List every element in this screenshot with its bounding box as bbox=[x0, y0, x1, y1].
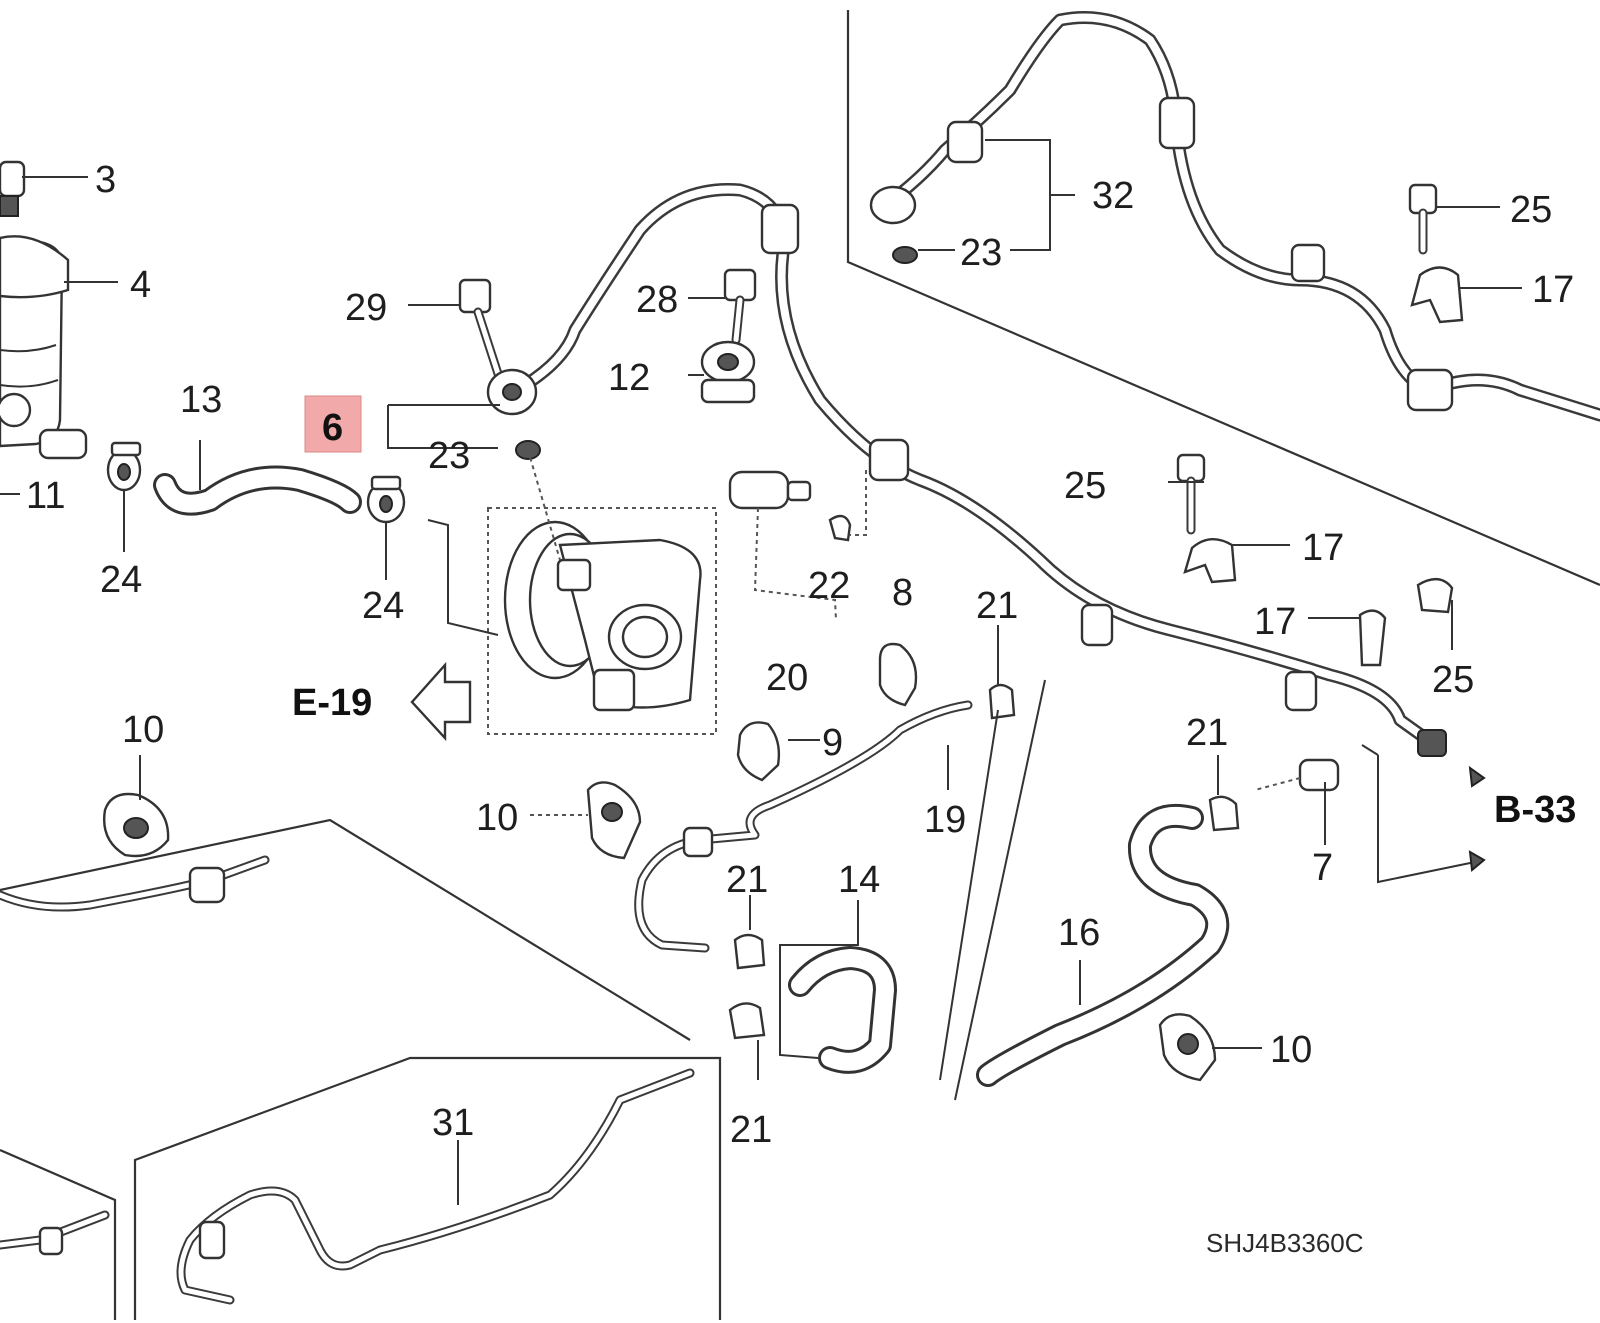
clip-22[interactable] bbox=[828, 470, 867, 542]
callout-13[interactable]: 13 bbox=[180, 379, 222, 421]
callout-10-right[interactable]: 10 bbox=[1270, 1029, 1312, 1071]
callout-23-top[interactable]: 23 bbox=[960, 232, 1002, 274]
callout-14[interactable]: 14 bbox=[838, 859, 880, 901]
callout-17-top[interactable]: 17 bbox=[1532, 269, 1574, 311]
hose-assembly-32[interactable] bbox=[869, 11, 1600, 422]
clamp-17-top[interactable] bbox=[1410, 266, 1464, 324]
callout-4[interactable]: 4 bbox=[130, 264, 151, 306]
callout-21-upper-middle[interactable]: 21 bbox=[726, 859, 768, 901]
callout-8[interactable]: 8 bbox=[892, 572, 913, 614]
bolt-28[interactable] bbox=[723, 268, 757, 345]
clamp-9[interactable] bbox=[736, 721, 781, 782]
banjo-fitting-12[interactable] bbox=[700, 340, 756, 404]
clamp-17-middle[interactable] bbox=[1183, 538, 1237, 584]
callout-6[interactable]: 6 bbox=[322, 407, 343, 449]
bolt-25-middle[interactable] bbox=[1176, 453, 1206, 535]
callout-leaders bbox=[0, 139, 1522, 1205]
fitting-7[interactable] bbox=[1254, 758, 1340, 792]
pipe-bottom-left-edge[interactable] bbox=[0, 1210, 110, 1256]
return-pipe-19[interactable] bbox=[634, 700, 973, 953]
callout-25-middle[interactable]: 25 bbox=[1064, 465, 1106, 507]
callout-31[interactable]: 31 bbox=[432, 1102, 474, 1144]
hose-clamp-24-right[interactable] bbox=[366, 475, 406, 524]
bolt-25-lower[interactable] bbox=[1416, 578, 1454, 614]
bolt-29[interactable] bbox=[458, 278, 505, 385]
section-frames bbox=[0, 10, 1600, 1320]
pipe-left-lower[interactable] bbox=[0, 855, 270, 912]
callout-28[interactable]: 28 bbox=[636, 279, 678, 321]
callout-21-bottom[interactable]: 21 bbox=[730, 1109, 772, 1151]
hose-clamps-21[interactable] bbox=[728, 683, 1240, 1040]
callout-21-right[interactable]: 21 bbox=[1186, 712, 1228, 754]
callout-24-left[interactable]: 24 bbox=[100, 559, 142, 601]
clamp-10-center[interactable] bbox=[530, 781, 642, 860]
reference-label-e19[interactable]: E-19 bbox=[292, 682, 372, 724]
callout-3[interactable]: 3 bbox=[95, 159, 116, 201]
callout-16[interactable]: 16 bbox=[1058, 912, 1100, 954]
reservoir[interactable] bbox=[0, 235, 88, 460]
callout-10-center[interactable]: 10 bbox=[476, 797, 518, 839]
callout-23[interactable]: 23 bbox=[428, 435, 470, 477]
hose-14[interactable] bbox=[788, 946, 897, 1074]
clamp-8[interactable] bbox=[878, 642, 918, 707]
bolt-25-top[interactable] bbox=[1408, 183, 1438, 255]
reference-arrows-b33 bbox=[1361, 744, 1486, 884]
reference-arrow-e19[interactable] bbox=[410, 661, 472, 742]
pipe-31[interactable] bbox=[176, 1068, 695, 1305]
callout-12[interactable]: 12 bbox=[608, 357, 650, 399]
diagram-code: SHJ4B3360C bbox=[1206, 1228, 1364, 1258]
reservoir-cap[interactable] bbox=[0, 160, 26, 217]
callout-20[interactable]: 20 bbox=[766, 657, 808, 699]
callout-24-right[interactable]: 24 bbox=[362, 585, 404, 627]
callout-9[interactable]: 9 bbox=[822, 722, 843, 764]
hose-clamp-24-left[interactable] bbox=[106, 441, 142, 492]
callout-19[interactable]: 19 bbox=[924, 799, 966, 841]
callout-11[interactable]: 11 bbox=[26, 475, 65, 517]
selected-part-highlight bbox=[304, 395, 362, 453]
callout-32[interactable]: 32 bbox=[1092, 175, 1134, 217]
callout-10-left[interactable]: 10 bbox=[122, 709, 164, 751]
callout-25-top[interactable]: 25 bbox=[1510, 189, 1552, 231]
pressure-hose-6[interactable] bbox=[486, 183, 1447, 757]
clamp-17-lower[interactable] bbox=[1358, 609, 1387, 667]
callout-17-middle[interactable]: 17 bbox=[1302, 527, 1344, 569]
reference-label-b33[interactable]: B-33 bbox=[1494, 789, 1576, 831]
callout-17-lower[interactable]: 17 bbox=[1254, 601, 1296, 643]
hose-16[interactable] bbox=[976, 803, 1230, 1087]
clamp-10-right[interactable] bbox=[1158, 1013, 1217, 1082]
pressure-switch-20[interactable] bbox=[728, 470, 837, 621]
callout-25-lower[interactable]: 25 bbox=[1432, 659, 1474, 701]
clamp-10-left[interactable] bbox=[103, 792, 170, 858]
callout-21-top[interactable]: 21 bbox=[976, 585, 1018, 627]
callout-7[interactable]: 7 bbox=[1312, 847, 1333, 889]
callout-labels: 3 4 11 13 24 24 29 6 23 28 12 22 20 8 21… bbox=[26, 159, 1574, 1151]
callout-22[interactable]: 22 bbox=[808, 565, 850, 607]
power-steering-pump[interactable] bbox=[487, 449, 717, 735]
o-ring-23-top[interactable] bbox=[892, 246, 918, 264]
hose-13[interactable] bbox=[153, 465, 362, 516]
callout-29[interactable]: 29 bbox=[345, 287, 387, 329]
